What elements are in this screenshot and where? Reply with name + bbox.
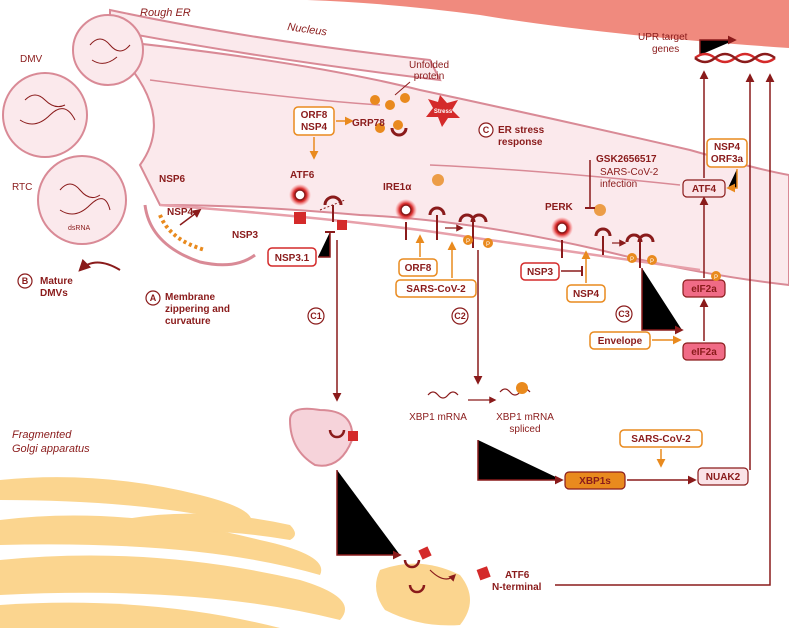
circle-c3: C3 — [618, 309, 630, 319]
er-stress-label-2: response — [498, 137, 543, 148]
atf6-nterminal-label-2: N-terminal — [492, 582, 542, 593]
rtc-label: RTC — [12, 182, 32, 193]
eif2a-p-text: eIF2a — [691, 284, 717, 295]
sars-cov2-nuak-box: SARS-CoV-2 — [619, 429, 703, 448]
nsp6-label: NSP6 — [159, 174, 186, 185]
er-stress-label-1: ER stress — [498, 125, 545, 136]
circle-c1-bg — [307, 307, 325, 325]
eif2a-p-box: eIF2a P — [682, 271, 726, 298]
ire1a-sensor: IRE1α P P — [383, 174, 493, 248]
p-label-3: P — [630, 257, 634, 263]
upr-label-2: genes — [652, 44, 679, 55]
circle-a: A — [150, 293, 157, 303]
envelope-box: Envelope — [589, 331, 651, 350]
circle-c2: C2 — [454, 311, 466, 321]
label-b-group: B Mature DMVs — [17, 258, 121, 299]
xbp1s-box: XBP1s — [564, 471, 626, 490]
upr-label-1: UPR target — [638, 32, 688, 43]
dmv-label: DMV — [20, 54, 43, 65]
orf8-single-text: ORF8 — [405, 263, 432, 274]
membrane-zippering: NSP6 NSP4 NSP3 — [143, 174, 259, 267]
label-a-group: A Membrane zippering and curvature — [145, 290, 230, 327]
sars-ire-text: SARS-CoV-2 — [406, 284, 466, 295]
perk-label: PERK — [545, 202, 574, 213]
mature-dmvs-label-2: DMVs — [40, 288, 68, 299]
xbp1-spliced-label-1: XBP1 mRNA — [496, 412, 554, 423]
unfolded-label-2: protein — [414, 71, 445, 82]
nsp3-box: NSP3 — [520, 262, 560, 281]
xbp1-spliced-label-2: spliced — [509, 424, 540, 435]
nsp4-membrane-label: NSP4 — [167, 207, 194, 218]
sars-infection-label-1: SARS-CoV-2 — [600, 167, 659, 178]
endoplasmic-reticulum: Rough ER — [102, 7, 789, 287]
nucleus-label: Nucleus — [287, 21, 329, 38]
membrane-label-1: Membrane — [165, 292, 215, 303]
nsp3-membrane-label: NSP3 — [232, 230, 259, 241]
sars-infection-label-2: infection — [600, 179, 637, 190]
ire1a-label: IRE1α — [383, 182, 412, 193]
xbp1-mrna-group: XBP1 mRNA XBP1 mRNA spliced — [409, 382, 554, 435]
dsrna-label: dsRNA — [68, 225, 91, 232]
nsp3-1-box: NSP3.1 — [267, 247, 317, 267]
orf8-text: ORF8 — [301, 110, 328, 121]
atf4-text: ATF4 — [692, 184, 717, 195]
circle-c1: C1 — [310, 311, 322, 321]
nsp4-orf3a-line2: ORF3a — [711, 154, 744, 165]
circle-c: C — [483, 125, 490, 135]
upr-target-genes: UPR target genes — [638, 32, 776, 64]
dmv-lower: RTC dsRNA — [12, 155, 127, 245]
membrane-label-2: zippering and — [165, 304, 230, 315]
atf4-box: ATF4 — [682, 179, 726, 198]
nsp3-text: NSP3 — [527, 267, 554, 278]
xbp1s-text: XBP1s — [579, 476, 611, 487]
grp78-label: GRP78 — [352, 118, 385, 129]
circle-b: B — [22, 276, 29, 286]
nucleus: Nucleus — [200, 0, 789, 48]
orf8-nsp4-box: ORF8 NSP4 — [293, 106, 335, 136]
atf6-label: ATF6 — [290, 170, 315, 181]
nsp4-box: NSP4 — [566, 284, 606, 303]
nsp4-text: NSP4 — [301, 122, 328, 133]
p-label-4: P — [650, 259, 654, 265]
nsp4-orf3a-line1: NSP4 — [714, 142, 741, 153]
p-label-2: P — [486, 242, 490, 248]
perk-sensor: PERK P P — [545, 202, 657, 268]
dmv-upper: DMV — [2, 14, 144, 158]
membrane-label-3: curvature — [165, 316, 211, 327]
stress-label: Stress — [434, 109, 453, 115]
atf6-sensor: ATF6 — [289, 170, 347, 230]
nuak2-text: NUAK2 — [706, 472, 741, 483]
label-c-group: C ER stress response — [478, 122, 545, 148]
orf8-box: ORF8 — [398, 258, 438, 277]
p-label-1: P — [466, 239, 470, 245]
unfolded-protein-group: Unfolded protein Stress — [370, 60, 460, 133]
mature-dmvs-label-1: Mature — [40, 276, 73, 287]
rough-er-label: Rough ER — [140, 7, 191, 19]
envelope-text: Envelope — [598, 336, 643, 347]
eif2a-box: eIF2a — [682, 342, 726, 361]
golgi-apparatus: Fragmented Golgi apparatus — [0, 429, 470, 628]
gsk-label: GSK2656517 — [596, 154, 657, 165]
atf6-nterminal-label-1: ATF6 — [505, 570, 530, 581]
transport-vesicle — [288, 407, 358, 467]
nsp3-1-text: NSP3.1 — [275, 253, 310, 264]
nsp4-orf3a-box: NSP4 ORF3a — [706, 138, 748, 168]
eif2a-text: eIF2a — [691, 347, 717, 358]
nsp4-perk-text: NSP4 — [573, 289, 600, 300]
sars-nuak-text: SARS-CoV-2 — [631, 434, 691, 445]
xbp1-mrna-label: XBP1 mRNA — [409, 412, 467, 423]
nuak2-box: NUAK2 — [697, 467, 749, 486]
golgi-label-2: Golgi apparatus — [12, 443, 90, 455]
atf6-nterminal: ATF6 N-terminal — [476, 566, 542, 593]
unfolded-label-1: Unfolded — [409, 60, 449, 71]
p-label-5: P — [714, 275, 718, 281]
sars-cov2-ire-box: SARS-CoV-2 — [395, 279, 477, 298]
golgi-label-1: Fragmented — [12, 429, 72, 441]
